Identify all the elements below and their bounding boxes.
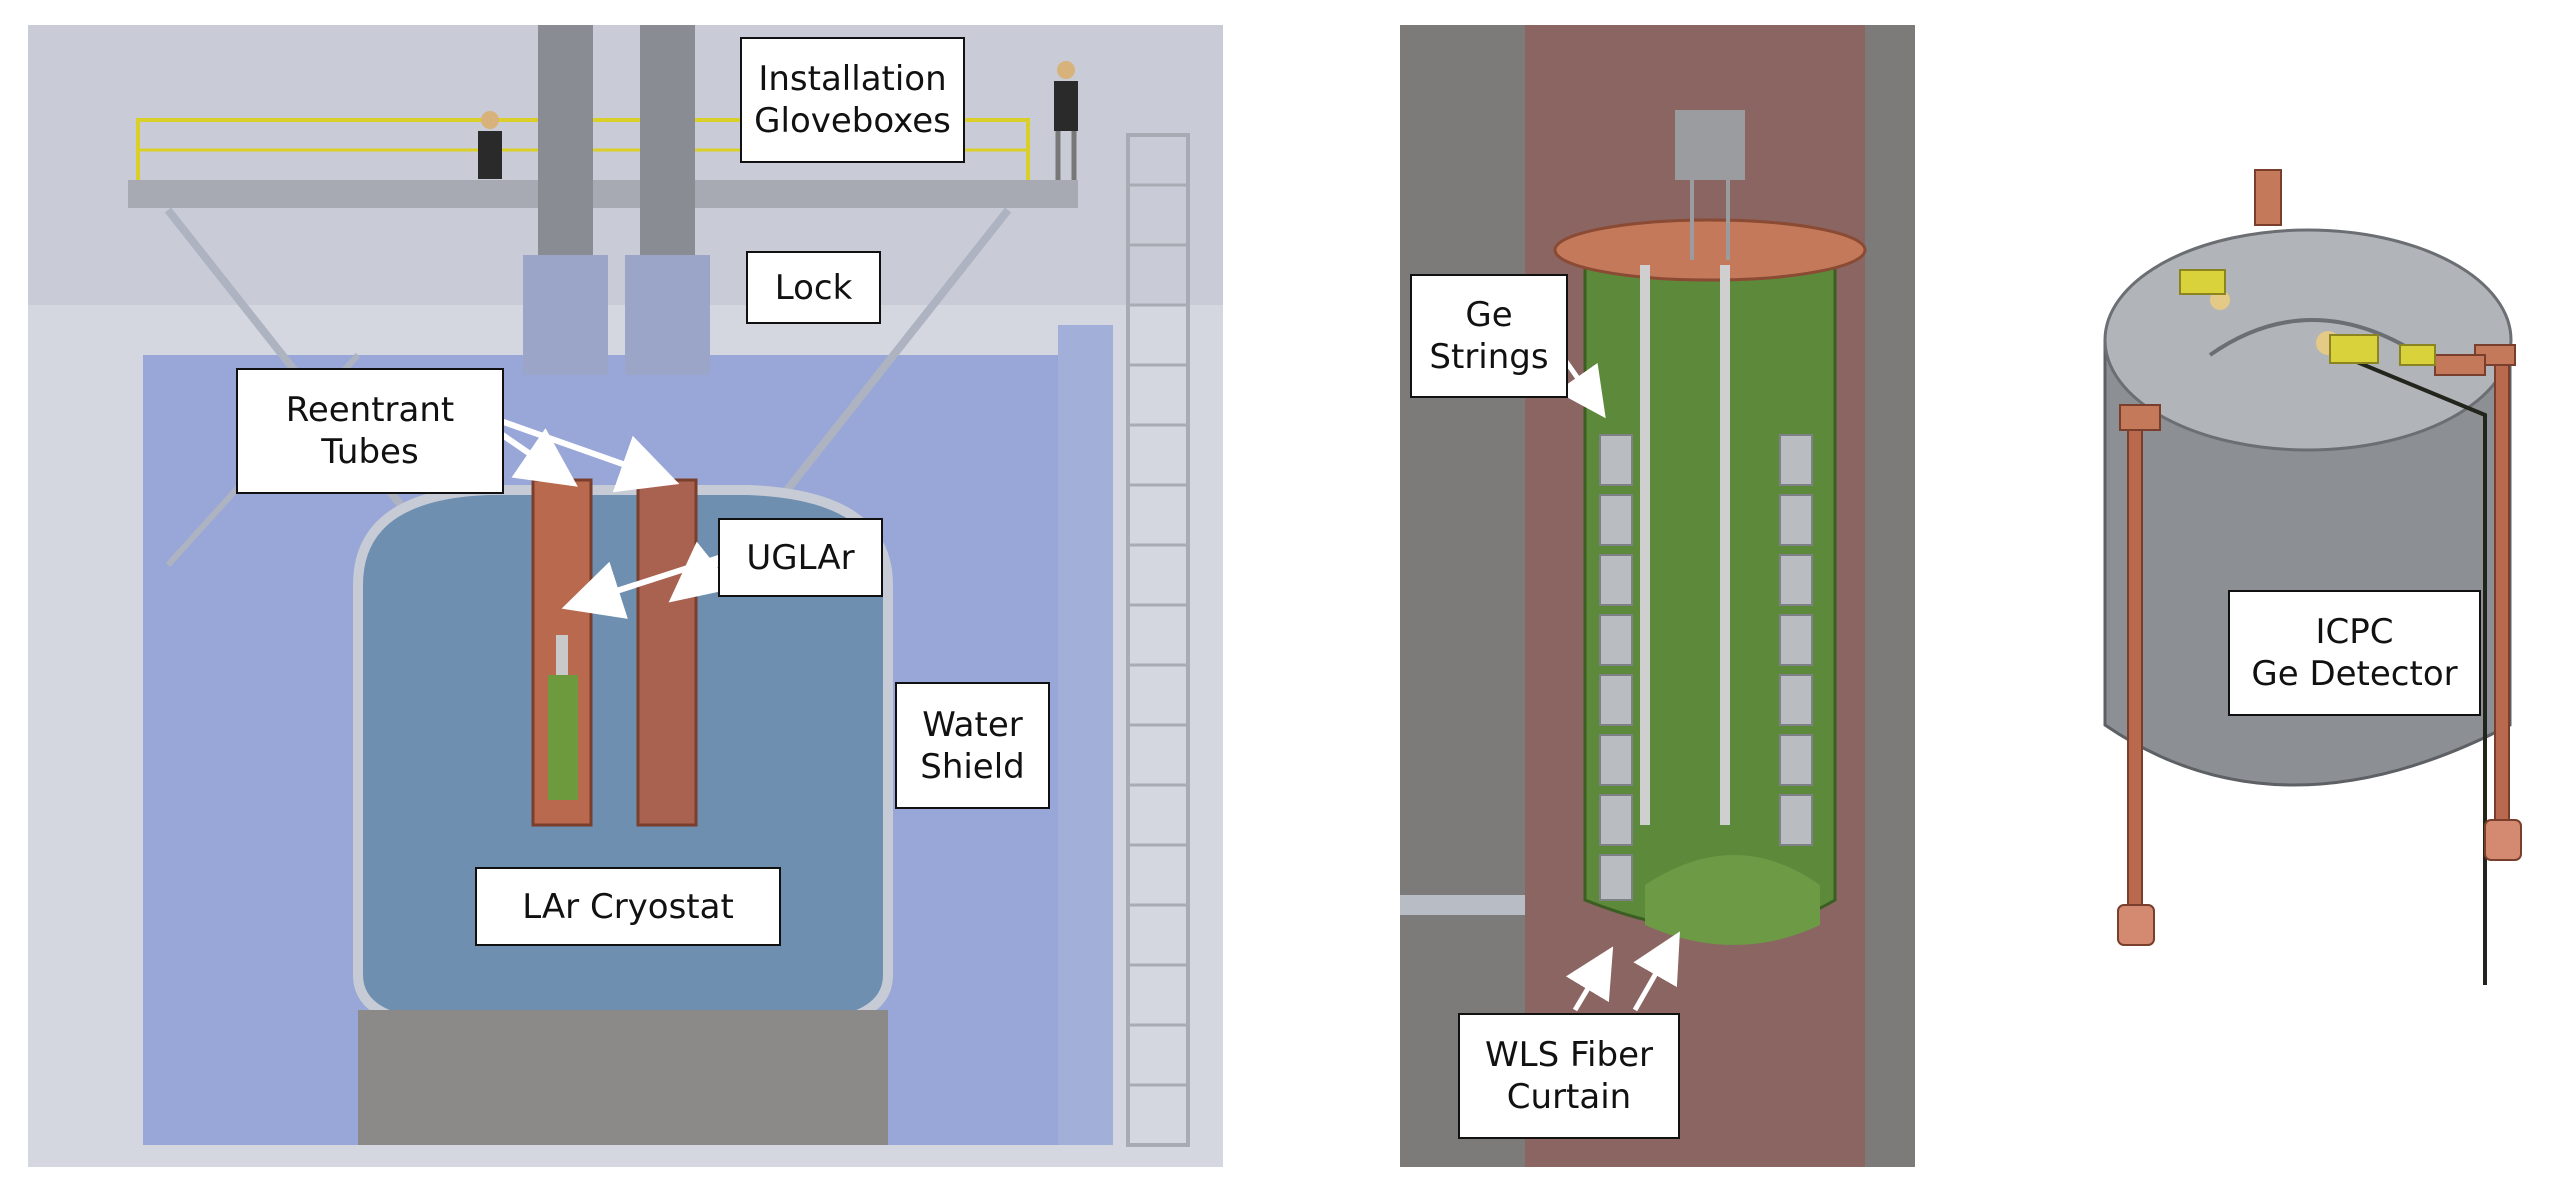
panel-a-render (28, 25, 1223, 1167)
reentrant-tube-right (636, 478, 698, 827)
worker-figure-right (1054, 61, 1078, 180)
label-installation-gloveboxes: Installation Gloveboxes (740, 37, 965, 163)
copper-leg-right (2494, 354, 2510, 826)
label-lock: Lock (746, 251, 881, 324)
label-reentrant-tubes: Reentrant Tubes (236, 368, 504, 494)
label-ge-strings: Ge Strings (1410, 274, 1568, 398)
cryostat-base (358, 1010, 888, 1145)
copper-top-plate (1553, 218, 1867, 282)
platform (128, 180, 1078, 208)
worker-figure-left (478, 111, 502, 179)
panel-c-render (2103, 169, 2522, 985)
panel-b-string-array: Ge Strings WLS Fiber Curtain (1400, 25, 1915, 1167)
panel-a-cryostat-overview: Installation Gloveboxes Lock Reentrant T… (28, 25, 1223, 1167)
top-mount (1675, 110, 1745, 180)
panel-b-render (1400, 25, 1915, 1167)
label-water-shield: Water Shield (895, 682, 1050, 809)
ge-string-right (1779, 434, 1813, 846)
glovebox-shaft-right (640, 25, 695, 255)
label-icpc-ge-detector: ICPC Ge Detector (2228, 590, 2481, 716)
kapton-tabs (2179, 269, 2436, 366)
label-uglar: UGLAr (718, 518, 883, 597)
glovebox-shaft-left (538, 25, 593, 255)
ge-crystal-top (2103, 228, 2513, 452)
uglar-string-array (548, 675, 578, 800)
kapton-cable (2339, 353, 2487, 985)
copper-clamps (2119, 169, 2516, 431)
ge-string-left (1599, 434, 1633, 901)
copper-leg-left (2127, 424, 2143, 916)
panel-c-icpc-detector: ICPC Ge Detector (2090, 165, 2550, 995)
label-lar-cryostat: LAr Cryostat (475, 867, 781, 946)
label-wls-fiber-curtain: WLS Fiber Curtain (1458, 1013, 1680, 1139)
